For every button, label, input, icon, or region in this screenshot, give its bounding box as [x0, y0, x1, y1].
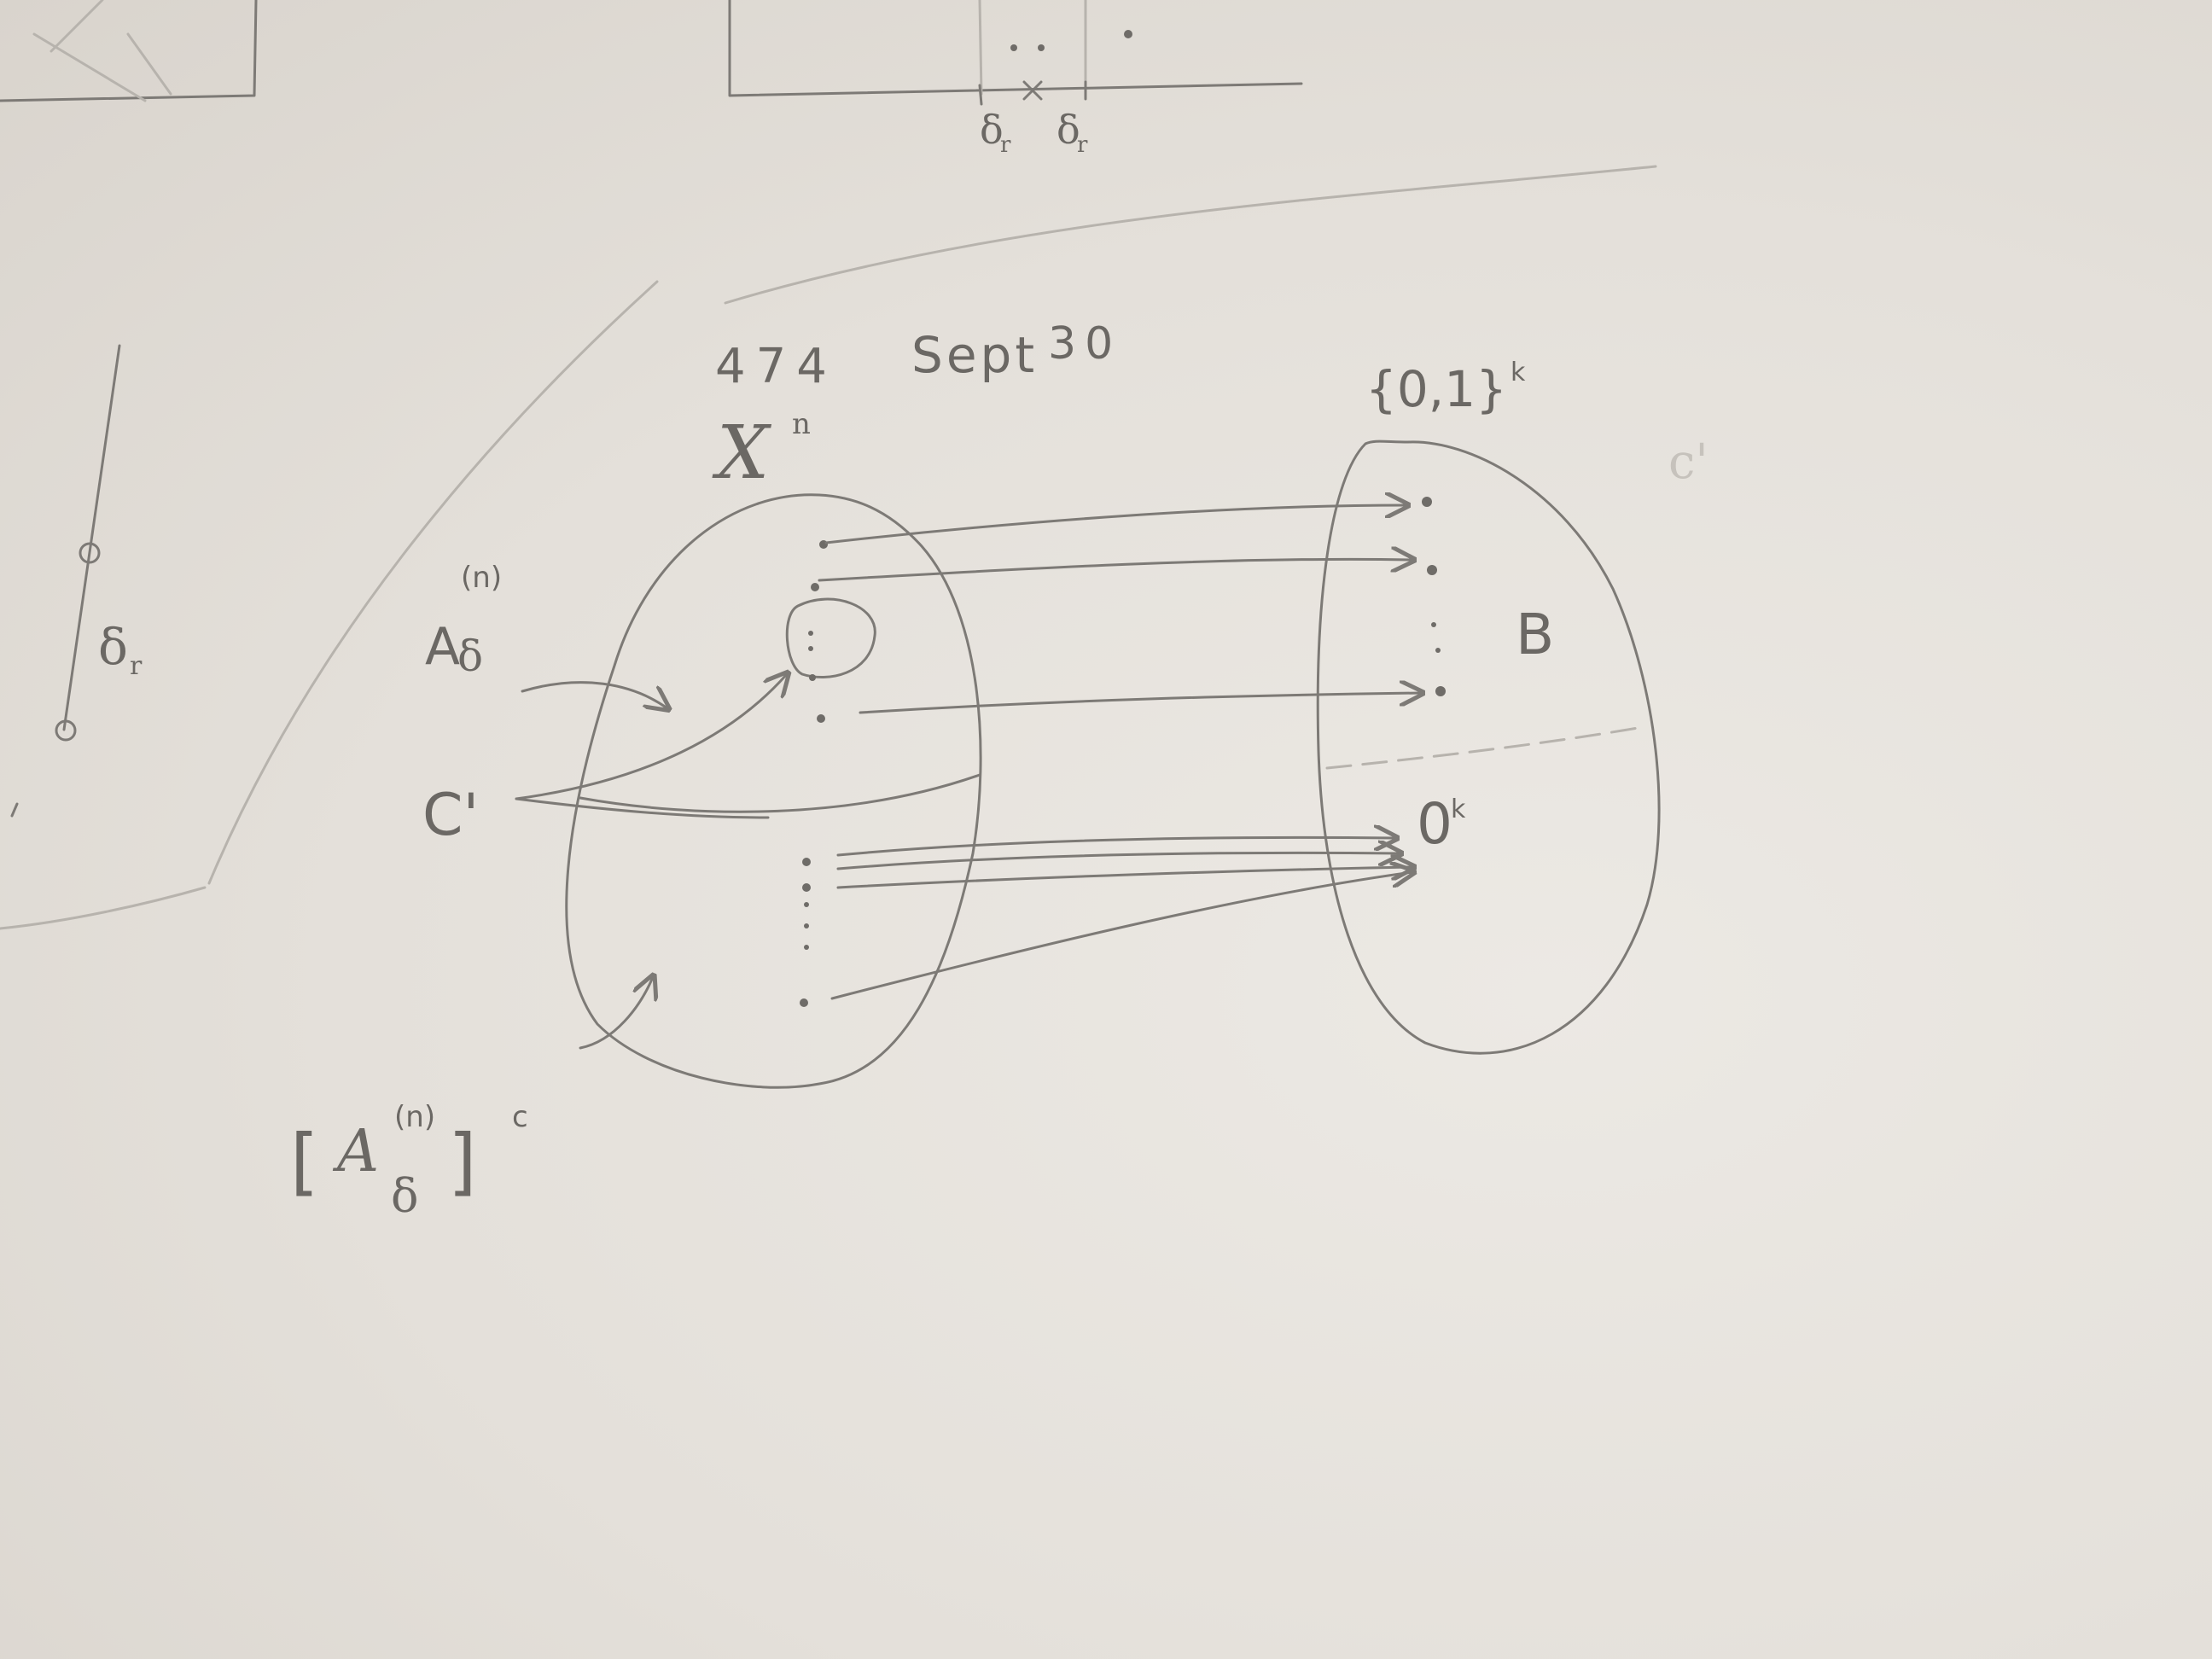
right-set-exponent: k [1511, 358, 1526, 387]
right-set-outline [1316, 439, 1661, 1055]
faint-curve-left [207, 280, 659, 885]
complement-sub: δ [391, 1169, 419, 1223]
complement-open-bracket: [ [290, 1119, 319, 1204]
mapping-arrows [818, 505, 1421, 1000]
course-number: 474 [715, 339, 837, 394]
left-small-cluster [785, 597, 876, 679]
left-set-outline [565, 493, 982, 1089]
complement-arrow [579, 977, 653, 1050]
complement-main: A [332, 1118, 379, 1185]
complement-sup: (n) [394, 1100, 435, 1134]
top-left-sketch [0, 0, 258, 102]
left-set-exponent: n [792, 407, 811, 441]
left-set-symbol: X [712, 410, 772, 496]
a-delta-main: A [425, 617, 460, 677]
right-set-braces: {0,1} [1365, 360, 1507, 418]
right-points [1422, 497, 1446, 696]
c-prime-arrow-lower [515, 797, 770, 819]
top-delta-1: δ [980, 107, 1004, 153]
date-day: 30 [1048, 318, 1121, 370]
zero-k-label: 0 [1417, 791, 1452, 857]
faint-c-prime: c' [1668, 434, 1708, 490]
left-set-divider [579, 773, 981, 813]
date-month: Sept [911, 326, 1038, 384]
left-delta-sub: r [130, 651, 143, 681]
complement-close-bracket: ] [448, 1119, 477, 1204]
c-prime-label: C' [422, 782, 479, 849]
zero-k-exponent: k [1451, 795, 1466, 824]
left-points [800, 540, 828, 1007]
top-delta-1-sub: r [1000, 132, 1011, 158]
faint-curve-bottom [0, 886, 207, 930]
left-delta-label: δ [98, 618, 128, 676]
right-set-divider [1325, 725, 1644, 770]
a-delta-sup: (n) [461, 561, 502, 595]
a-delta-arrow [521, 681, 667, 708]
top-delta-2-sub: r [1077, 132, 1088, 158]
faint-curve-upper [724, 165, 1657, 305]
complement-exponent: c [512, 1100, 528, 1134]
top-delta-2: δ [1057, 107, 1080, 153]
left-interval-sketch: δ r [10, 344, 143, 818]
a-delta-sub: δ [457, 632, 483, 681]
top-center-sketch: δ r δ r [728, 0, 1303, 158]
c-prime-arrow-upper [515, 674, 787, 800]
region-b-label: B [1516, 602, 1554, 667]
